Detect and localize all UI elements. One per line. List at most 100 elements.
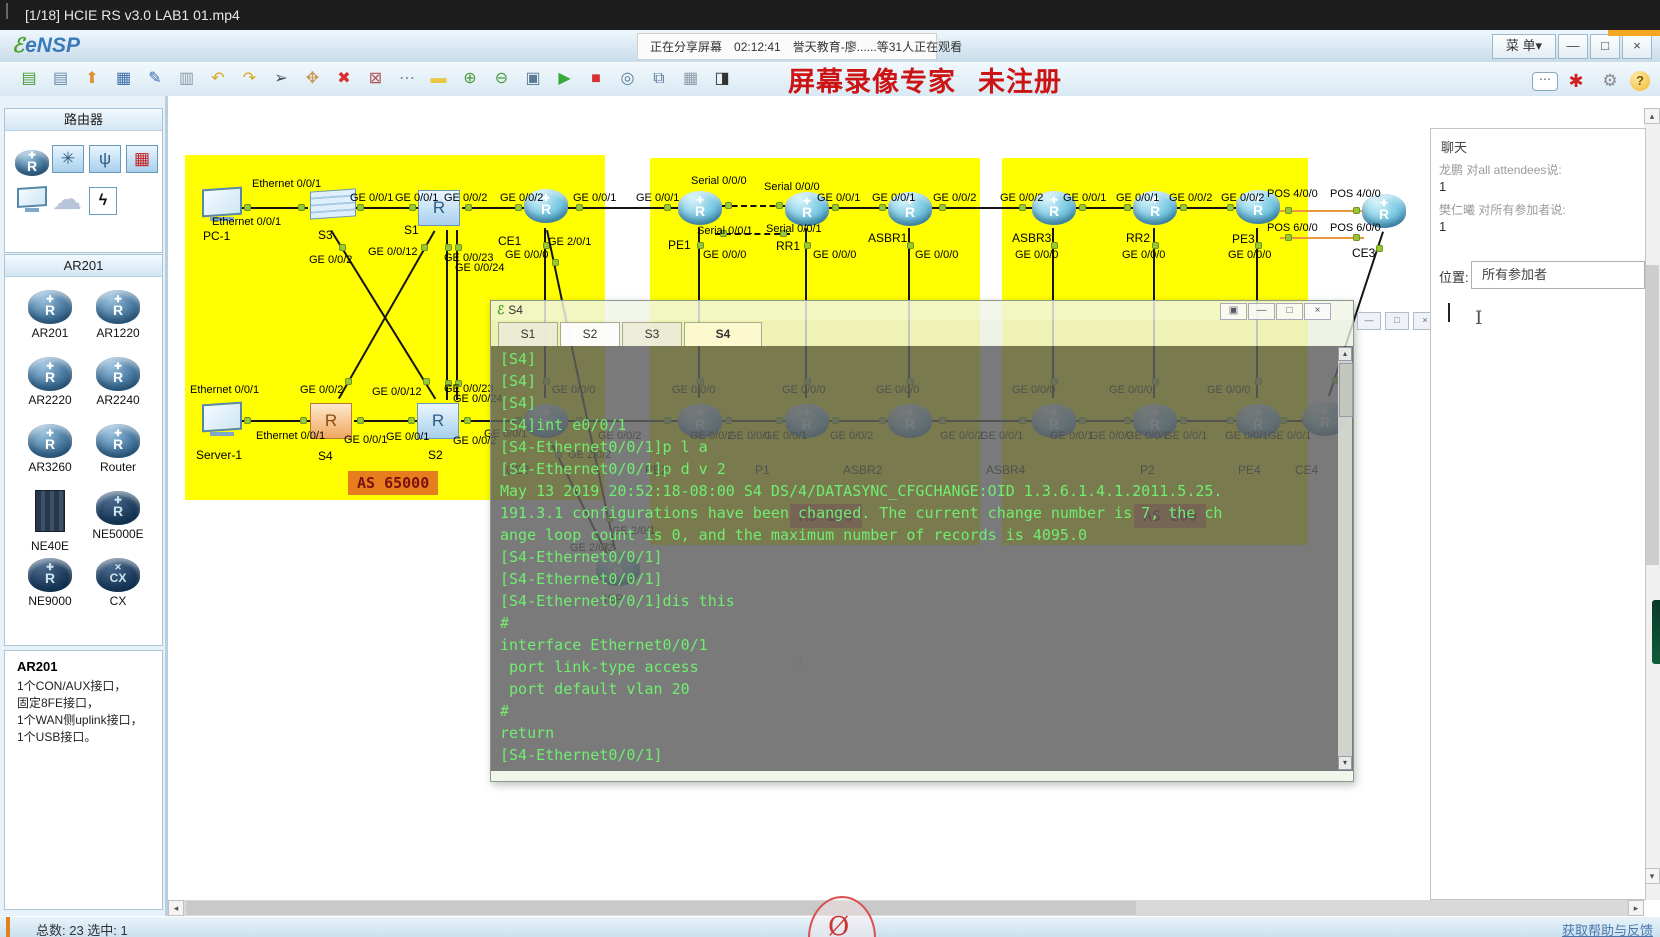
new-test-paper-icon[interactable]: ▤ <box>52 70 69 87</box>
feedback-bubble-icon[interactable]: ⋯ <box>1532 72 1558 91</box>
category-terminal-icon[interactable] <box>15 185 49 217</box>
save-as-icon[interactable]: ✎ <box>148 70 162 87</box>
port-label: GE 0/0/12 <box>368 246 418 258</box>
save-icon[interactable]: ▦ <box>115 70 132 87</box>
canvas-vscroll-thumb[interactable] <box>1645 265 1659 565</box>
canvas-scroll-down-icon[interactable]: ▾ <box>1644 868 1660 884</box>
category-router-icon[interactable]: ✚R <box>15 145 49 176</box>
console-tab-s3[interactable]: S3 <box>622 322 682 346</box>
open-icon[interactable]: ⬆ <box>85 70 99 87</box>
canvas-scroll-right-icon[interactable]: ▸ <box>1628 900 1644 916</box>
category-cable-icon[interactable]: ϟ <box>89 187 123 217</box>
topology-node-ce3[interactable]: ✚R <box>1362 193 1406 228</box>
grid-icon[interactable]: ▦ <box>682 70 699 87</box>
docked-widget[interactable] <box>1652 600 1660 664</box>
delete-icon[interactable]: ✖ <box>337 70 351 87</box>
console-tab-s4[interactable]: S4 <box>684 322 762 346</box>
topology-node-ce1[interactable]: ✚R <box>524 188 568 223</box>
bg-window-minimize-button[interactable]: — <box>1357 312 1381 330</box>
console-minimize-button[interactable]: — <box>1248 303 1275 320</box>
minimize-button[interactable]: — <box>1558 34 1588 59</box>
console-tab-s2[interactable]: S2 <box>560 322 620 346</box>
topo-info-icon[interactable]: ⧉ <box>653 70 665 87</box>
topology-node-pe3[interactable]: ✚R <box>1236 189 1280 224</box>
redo-icon[interactable]: ↷ <box>242 70 257 87</box>
console-scroll-thumb[interactable] <box>1339 363 1353 417</box>
export-image-icon[interactable]: ◨ <box>714 70 730 87</box>
topology-node-server-1[interactable] <box>200 401 244 436</box>
help-feedback-link[interactable]: 获取帮助与反馈 <box>1562 923 1654 937</box>
console-restore-icon[interactable]: ▣ <box>1220 303 1247 320</box>
scroll-down-icon[interactable]: ▾ <box>1338 756 1352 770</box>
link-endpoint-dot <box>464 417 472 424</box>
category-firewall-icon[interactable]: ▦ <box>126 145 160 175</box>
port-label: GE 0/0/1 <box>817 192 861 204</box>
port-label: GE 0/0/1 <box>350 192 394 204</box>
topology-node-rr2[interactable]: ✚R <box>1133 190 1177 225</box>
stop-device-icon[interactable]: ■ <box>591 70 601 87</box>
menu-button[interactable]: 菜 单▾ <box>1492 34 1556 59</box>
annotation-icon[interactable]: ⋯ <box>399 70 415 87</box>
help-icon[interactable]: ? <box>1630 71 1650 91</box>
topology-node-s2[interactable]: R <box>417 403 459 439</box>
link-endpoint-dot <box>339 243 347 251</box>
chat-location-select[interactable]: 所有参加者 <box>1471 261 1645 289</box>
router-arrows-glyph: ✚ <box>1151 195 1159 205</box>
category-wlan-icon[interactable]: ψ <box>89 145 123 175</box>
canvas-horizontal-scrollbar[interactable]: ◂ ▸ <box>168 900 1644 916</box>
undo-icon[interactable]: ↶ <box>211 70 225 87</box>
console-close-button[interactable]: × <box>1304 303 1331 320</box>
category-switch-icon[interactable]: ✳ <box>52 145 86 175</box>
recording-strip <box>1608 30 1660 36</box>
select-tool-icon[interactable]: ➢ <box>274 70 288 87</box>
console-maximize-button[interactable]: □ <box>1276 303 1303 320</box>
scroll-up-icon[interactable]: ▴ <box>1338 347 1352 361</box>
console-output[interactable]: ▴ ▾ [S4][S4][S4][S4]int e0/0/1[S4-Ethern… <box>491 346 1353 771</box>
close-button[interactable]: × <box>1622 34 1652 59</box>
settings-gear-icon[interactable]: ⚙ <box>1602 71 1618 90</box>
eraser-icon[interactable]: ⊠ <box>368 70 383 87</box>
console-tab-s1[interactable]: S1 <box>498 322 558 346</box>
topology-node-asbr3[interactable]: ✚R <box>1032 190 1076 225</box>
router-letter: R <box>540 201 552 217</box>
sidebar-device-ne40e[interactable]: NE40E <box>19 490 81 553</box>
actual-size-icon[interactable]: ▣ <box>525 70 541 87</box>
canvas-scroll-up-icon[interactable]: ▴ <box>1644 108 1660 124</box>
canvas-scroll-left-icon[interactable]: ◂ <box>168 900 184 916</box>
packet-capture-icon[interactable]: ◎ <box>620 70 635 87</box>
console-scrollbar[interactable]: ▴ ▾ <box>1338 347 1353 770</box>
router-letter: R <box>1252 202 1264 218</box>
zoom-in-icon[interactable]: ⊕ <box>463 70 477 87</box>
topology-node-s4[interactable]: R <box>310 403 352 439</box>
restore-button[interactable]: □ <box>1590 34 1620 59</box>
category-cloud-icon[interactable]: ☁ <box>52 185 86 217</box>
status-summary: 总数: 23 选中: 1 <box>36 923 128 937</box>
canvas-hscroll-thumb[interactable] <box>186 901 1136 915</box>
chat-input[interactable]: I <box>1431 293 1643 897</box>
print-icon[interactable]: ▥ <box>178 70 195 87</box>
bg-window-maximize-button[interactable]: □ <box>1385 312 1409 330</box>
topology-node-rr1[interactable]: ✚R <box>785 191 829 226</box>
canvas-vertical-scrollbar[interactable]: ▴ ▾ <box>1644 108 1660 900</box>
node-label: RR1 <box>776 239 801 253</box>
topology-node-pc-1[interactable] <box>200 186 244 221</box>
pan-tool-icon[interactable]: ✥ <box>305 70 320 87</box>
topology-node-pe1[interactable]: ✚R <box>678 190 722 225</box>
note-icon[interactable]: ▬ <box>430 70 447 87</box>
new-topology-icon[interactable]: ▤ <box>21 70 37 87</box>
start-device-icon[interactable]: ▶ <box>558 70 571 87</box>
topology-node-asbr1[interactable]: ✚R <box>888 191 932 226</box>
topology-node-s1[interactable]: R <box>418 190 460 226</box>
zoom-out-icon[interactable]: ⊖ <box>494 70 509 87</box>
huawei-logo-icon[interactable]: ✱ <box>1568 71 1584 91</box>
